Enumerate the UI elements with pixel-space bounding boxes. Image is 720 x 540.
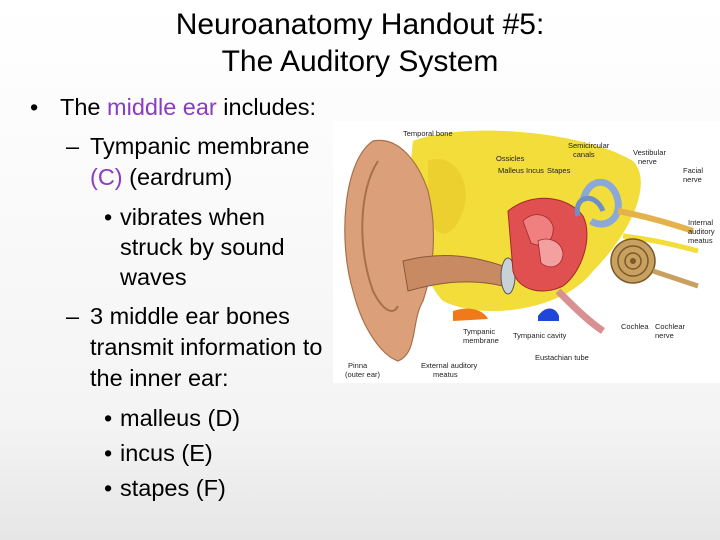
title-line-1: Neuroanatomy Handout #5: bbox=[175, 8, 545, 41]
label-outer-ear: (outer ear) bbox=[345, 370, 381, 379]
sub-tympanic-line2: (C) (eardrum) bbox=[90, 163, 232, 192]
eustachian-tube-shape bbox=[555, 288, 605, 334]
label-incus: Incus bbox=[526, 166, 544, 175]
slide-title: Neuroanatomy Handout #5: The Auditory Sy… bbox=[0, 6, 720, 80]
sub-bones-line1: 3 middle ear bones bbox=[90, 303, 290, 329]
dash-marker-1: – bbox=[66, 133, 80, 159]
semicircular-canals-shape bbox=[579, 178, 622, 228]
bullet1-post: includes: bbox=[216, 94, 317, 120]
label-vestibular: Vestibular bbox=[633, 148, 666, 157]
label-facial-nerve: nerve bbox=[683, 175, 702, 184]
detail-line-3: waves bbox=[120, 264, 187, 290]
detail-line-1: vibrates when bbox=[120, 204, 265, 230]
bullet-marker-stapes: • bbox=[104, 475, 113, 501]
label-auditory: auditory bbox=[688, 227, 715, 236]
label-canals: canals bbox=[573, 150, 595, 159]
label-tympanic: Tympanic bbox=[463, 327, 495, 336]
label-ossicles: Ossicles bbox=[496, 154, 525, 163]
bullet1-highlight: middle ear bbox=[107, 94, 217, 120]
bullet-marker-incus: • bbox=[104, 440, 113, 466]
label-facial: Facial bbox=[683, 166, 703, 175]
label-internal-meatus: meatus bbox=[688, 236, 713, 245]
label-external-meatus: meatus bbox=[433, 370, 458, 379]
label-malleus: Malleus bbox=[498, 166, 524, 175]
bullet1-pre: The bbox=[60, 94, 108, 120]
label-temporal-bone: Temporal bone bbox=[403, 129, 453, 138]
label-eustachian: Eustachian tube bbox=[535, 353, 589, 362]
label-external: External auditory bbox=[421, 361, 478, 370]
bone-incus: incus (E) bbox=[120, 440, 213, 466]
title-line-2: The Auditory System bbox=[221, 45, 499, 78]
label-pinna: Pinna bbox=[348, 361, 368, 370]
label-cochlear: Cochlear bbox=[655, 322, 686, 331]
tympanic-letter: (C) bbox=[90, 164, 123, 190]
label-vestibular-nerve: nerve bbox=[638, 157, 657, 166]
vestibular-nerve-shape bbox=[617, 208, 694, 234]
detail-line-2: struck by sound bbox=[120, 234, 285, 260]
sub-bones-line2: transmit information to bbox=[90, 334, 323, 360]
bullet-marker-malleus: • bbox=[104, 405, 113, 431]
ear-illustration: Temporal bone Ossicles Malleus Incus Sta… bbox=[344, 129, 715, 379]
pinna-shape bbox=[344, 139, 435, 362]
bullet-marker-1: • bbox=[30, 94, 39, 120]
label-internal: Internal bbox=[688, 218, 713, 227]
bullet-marker-vibrates: • bbox=[104, 204, 113, 230]
label-stapes: Stapes bbox=[547, 166, 571, 175]
bone-stapes: stapes (F) bbox=[120, 475, 226, 501]
dash-marker-2: – bbox=[66, 303, 80, 329]
tympanic-rest: (eardrum) bbox=[122, 164, 233, 190]
label-tympanic-cavity: Tympanic cavity bbox=[513, 331, 567, 340]
label-cochlea: Cochlea bbox=[621, 322, 649, 331]
bone-malleus: malleus (D) bbox=[120, 405, 241, 431]
label-semicircular: Semicircular bbox=[568, 141, 610, 150]
sub-bones-line3: the inner ear: bbox=[90, 365, 229, 391]
bullet-middle-ear: The middle ear includes: bbox=[60, 93, 316, 122]
label-membrane: membrane bbox=[463, 336, 499, 345]
ear-anatomy-diagram: Temporal bone Ossicles Malleus Incus Sta… bbox=[333, 121, 720, 383]
label-cochlear-nerve: nerve bbox=[655, 331, 674, 340]
sub-tympanic-line1: Tympanic membrane bbox=[90, 133, 310, 159]
